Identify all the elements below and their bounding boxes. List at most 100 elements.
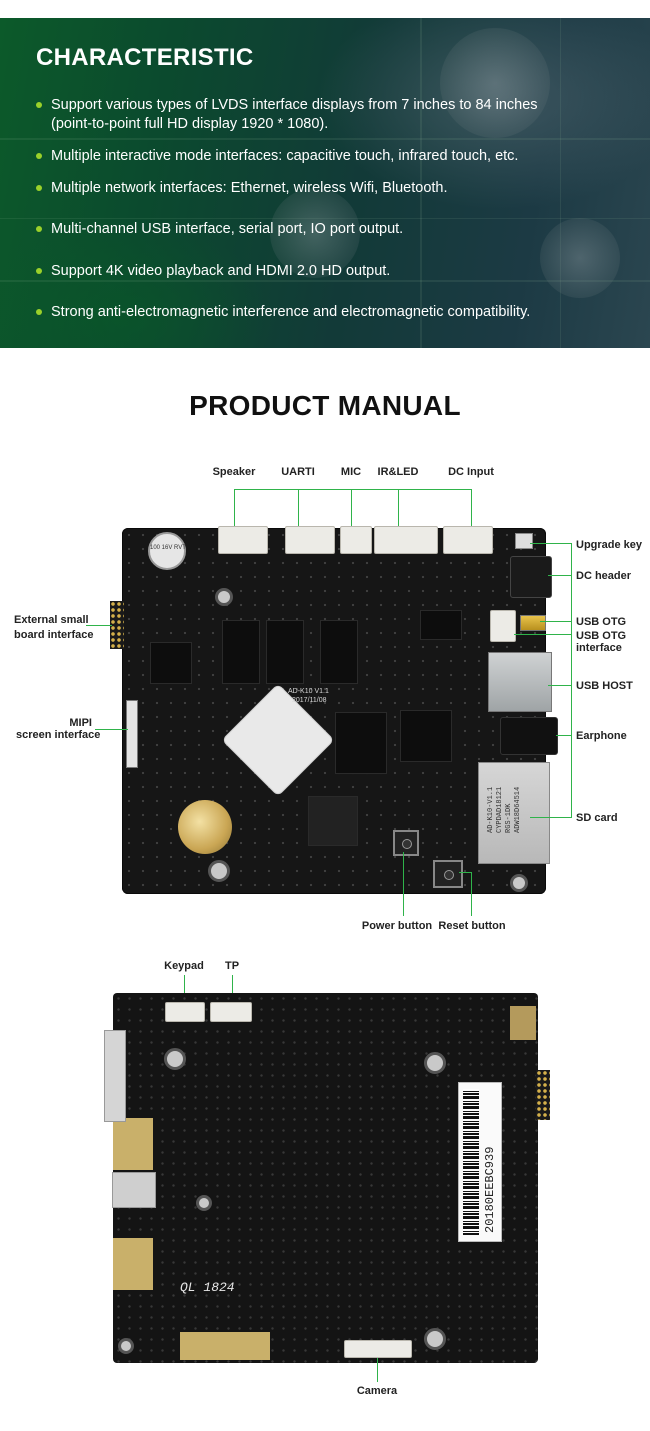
leader-line <box>556 735 572 736</box>
power-button <box>393 830 419 856</box>
usb-host-port <box>488 652 552 712</box>
ram-chip <box>266 620 304 684</box>
mount-hole <box>196 1195 212 1211</box>
label-earphone: Earphone <box>576 730 627 742</box>
header-pins <box>536 1070 550 1120</box>
coin-battery <box>178 800 232 854</box>
speaker-connector <box>218 526 268 554</box>
barcode-text: 20180EEBC939 <box>483 1146 497 1233</box>
feature-item: Multi-channel USB interface, serial port… <box>36 220 403 239</box>
label-sd-card: SD card <box>576 812 618 824</box>
label-camera: Camera <box>356 1385 398 1397</box>
bullet-icon <box>36 309 42 315</box>
mount-hole <box>215 588 233 606</box>
capacitor-icon <box>148 532 186 570</box>
label-usb-host: USB HOST <box>576 680 633 692</box>
tp-connector <box>210 1002 252 1022</box>
shield-pad <box>510 1006 536 1040</box>
chip <box>420 610 462 640</box>
feature-item-continuation: (point-to-point full HD display 1920 * 1… <box>51 116 329 132</box>
dc-input-connector <box>443 526 493 554</box>
label-usb-otg: USB OTG <box>576 616 627 628</box>
sd-tag: AD-K10-V1.1 <box>487 786 495 833</box>
mipi-connector <box>126 700 138 768</box>
pmic-chip <box>150 642 192 684</box>
capacitor-silk: 100 16V RVT <box>150 545 186 551</box>
label-irled: IR&LED <box>377 466 419 478</box>
ram-chip <box>222 620 260 684</box>
feature-item: Support 4K video playback and HDMI 2.0 H… <box>36 262 390 281</box>
emmc-chip <box>335 712 387 774</box>
wifi-module <box>308 796 358 846</box>
shield-pad <box>180 1332 270 1360</box>
leader-line <box>351 489 352 527</box>
usb-otg-port <box>520 615 546 631</box>
earphone-jack <box>500 717 558 755</box>
side-bracket <box>112 1172 156 1208</box>
mount-hole <box>164 1048 186 1070</box>
leader-line <box>530 543 572 544</box>
reset-button <box>433 860 463 888</box>
leader-line <box>540 621 572 622</box>
characteristic-heading: CHARACTERISTIC <box>36 44 254 71</box>
ram-chip <box>320 620 358 684</box>
leader-line <box>403 852 404 916</box>
feature-item: Support various types of LVDS interface … <box>36 96 538 115</box>
label-dc-header: DC header <box>576 570 632 582</box>
leader-line <box>514 634 572 635</box>
chip <box>400 710 452 762</box>
label-mic: MIC <box>340 466 362 478</box>
external-board-pins <box>110 601 124 649</box>
barcode-icon <box>463 1089 479 1235</box>
leader-line <box>548 685 572 686</box>
label-reset-button: Reset button <box>438 920 506 932</box>
leader-line <box>548 575 572 576</box>
side-bracket <box>104 1030 126 1122</box>
board-date-silk: 2017/11/08 <box>292 697 327 704</box>
board-model-silk: AD-K10 V1.1 <box>288 688 329 695</box>
irled-connector <box>374 526 438 554</box>
leader-line <box>234 489 471 490</box>
sd-tag: ADW18D64514 <box>514 786 522 833</box>
mount-hole <box>424 1328 446 1350</box>
leader-line <box>471 872 472 916</box>
leader-line <box>234 489 235 527</box>
label-mipi: MIPI screen interface <box>16 717 101 741</box>
shield-pad <box>113 1238 153 1290</box>
label-speaker: Speaker <box>212 466 256 478</box>
feature-item: Multiple network interfaces: Ethernet, w… <box>36 179 448 198</box>
leader-line <box>95 729 128 730</box>
sd-tag: RGS-1DK <box>505 803 513 833</box>
feature-item: Strong anti-electromagnetic interference… <box>36 303 530 322</box>
leader-line <box>530 817 572 818</box>
bullet-icon <box>36 102 42 108</box>
leader-line <box>471 489 472 527</box>
feature-item: Multiple interactive mode interfaces: ca… <box>36 147 518 166</box>
label-power-button: Power button <box>361 920 433 932</box>
label-usb-otg-interface: USB OTG interface <box>576 630 627 654</box>
leader-line <box>232 975 233 1003</box>
label-uart: UARTI <box>281 466 315 478</box>
label-keypad: Keypad <box>164 960 204 972</box>
mount-hole <box>118 1338 134 1354</box>
usb-otg-interface-connector <box>490 610 516 642</box>
barcode-label: 20180EEBC939 <box>458 1082 502 1242</box>
leader-line <box>571 543 572 818</box>
label-dc-input: DC Input <box>448 466 494 478</box>
back-silk-ql: QL 1824 <box>180 1280 235 1295</box>
uart-connector <box>285 526 335 554</box>
label-upgrade-key: Upgrade key <box>576 539 643 551</box>
leader-line <box>398 489 399 527</box>
bullet-icon <box>36 185 42 191</box>
camera-connector <box>344 1340 412 1358</box>
leader-line <box>184 975 185 1003</box>
leader-line <box>298 489 299 527</box>
label-tp: TP <box>224 960 240 972</box>
mount-hole <box>424 1052 446 1074</box>
dc-header-jack <box>510 556 552 598</box>
shield-pad <box>113 1118 153 1170</box>
bullet-icon <box>36 268 42 274</box>
mount-hole <box>208 860 230 882</box>
label-external-board: External small board interface <box>14 614 94 641</box>
mic-connector <box>340 526 372 554</box>
